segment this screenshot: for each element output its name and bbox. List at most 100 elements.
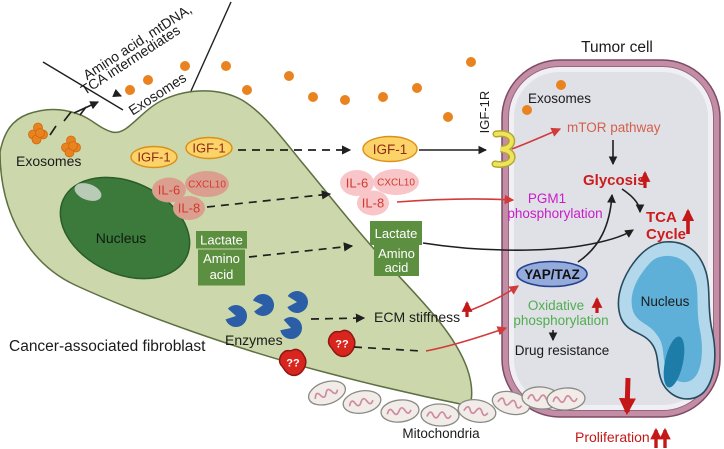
igf1-oval-caf-a [130, 145, 178, 169]
yaptaz-oval [516, 260, 588, 288]
unknown-factor-blob: ?? [278, 348, 307, 377]
drug-resistance-label: Drug resistance [515, 343, 610, 358]
lactate-label-secreted: Lactate [375, 226, 418, 241]
enzyme-icon [280, 317, 303, 339]
arrow-ecm-to-yaptaz [470, 285, 519, 311]
amino-label-secreted-line1: Amino [378, 246, 415, 261]
exosome-dot [242, 85, 252, 95]
glycosis-label: Glycosis [583, 172, 646, 189]
amino-acid-box-caf [198, 249, 245, 286]
il6-label-secreted: IL-6 [346, 176, 368, 191]
exosome-dot [180, 61, 190, 71]
lactate-box-secreted [370, 221, 422, 245]
exosome-dot [378, 92, 388, 102]
exosome-dot [466, 57, 476, 67]
oxphos-label-line2: phosphorylation [513, 313, 608, 328]
secretion-arrow [73, 101, 99, 114]
tumor-cell-title: Tumor cell [581, 39, 653, 56]
mitochondrion-icon [380, 399, 420, 423]
secretion-arrow-small [112, 88, 123, 98]
tumor-nucleus-label: Nucleus [641, 294, 690, 309]
igf1-label-caf-a: IGF-1 [137, 150, 170, 165]
dashed-arrow-cytokines [206, 190, 332, 208]
pgm1-label-line2: phosphorylation [507, 206, 602, 221]
exosome-cluster [28, 122, 48, 145]
arrow-yaptaz-to-glycosis [577, 193, 616, 263]
exosome-dot [556, 80, 566, 90]
exosome-dot [308, 92, 318, 102]
tumor-exosomes-label: Exosomes [528, 91, 591, 106]
exosome-dot [340, 95, 350, 105]
exosome-cluster [61, 135, 81, 158]
exosome-dot [522, 105, 532, 115]
fibroblast-nucleus [59, 176, 191, 280]
il8-label-caf: IL-8 [178, 201, 200, 216]
il8-oval-secreted [357, 190, 389, 216]
mitochondrion-icon [546, 387, 586, 411]
igf1-oval-secreted [362, 135, 418, 163]
cxcl10-label-secreted: CXCL10 [377, 178, 415, 189]
exosome-dots [125, 57, 476, 122]
igf1-oval-caf-b [185, 136, 233, 160]
enzymes-group [225, 291, 308, 339]
cxcl10-label-caf: CXCL10 [188, 180, 226, 191]
lactate-box-caf [196, 231, 247, 249]
unknown-factor-label: ?? [335, 339, 349, 351]
secretion-dash [63, 111, 72, 122]
mitochondria-label: Mitochondria [402, 426, 480, 441]
fibroblast-exosomes-label: Exosomes [16, 153, 81, 169]
exosome-dot [125, 85, 135, 95]
mitochondria-chain [307, 380, 586, 427]
exosome-dot [221, 61, 231, 71]
secretion-dash [49, 125, 57, 136]
arrow-glycosis-to-tca [621, 188, 645, 214]
oxphos-label-line1: Oxidative [528, 298, 584, 313]
lactate-label-caf: Lactate [200, 233, 243, 248]
tca-label-line2: Cycle [646, 226, 686, 243]
fibroblast-nucleus-highlight [74, 183, 102, 201]
il6-label-caf: IL-6 [158, 183, 180, 198]
enzyme-icon [225, 305, 247, 328]
amino-label-caf-line2: acid [210, 267, 234, 282]
exosome-dot [412, 83, 422, 93]
dashed-arrow-metabolites [248, 242, 354, 258]
mtor-pathway-label: mTOR pathway [567, 120, 661, 135]
tumor-nucleus-streak [663, 336, 685, 388]
amino-acid-box-secreted [374, 245, 419, 276]
amino-label-caf-line1: Amino [203, 251, 240, 266]
arrow-receptor-to-mtor [511, 127, 562, 150]
igf1r-label: IGF-1R [477, 91, 492, 134]
il8-label-secreted: IL-8 [362, 196, 384, 211]
fibroblast-nucleus-label: Nucleus [96, 230, 147, 246]
arrow-il8-to-pgm1 [396, 194, 515, 205]
mitochondrion-icon [457, 399, 497, 423]
igf1-label-secreted: IGF-1 [373, 142, 408, 157]
cxcl10-oval-caf [185, 171, 229, 197]
tumor-nucleus-inner [631, 255, 702, 383]
proliferation-arrow [618, 377, 636, 416]
exosome-dot [443, 112, 453, 122]
tca-label-line1: TCA [646, 209, 677, 226]
mitochondrion-icon [342, 390, 382, 414]
enzyme-icon [252, 294, 275, 316]
amino-label-secreted-line2: acid [385, 260, 409, 275]
il6-oval-caf [152, 177, 186, 203]
igf1r-receptor-icon-fill [493, 131, 515, 167]
exosome-dot [284, 71, 294, 81]
il6-oval-secreted [340, 170, 374, 196]
yaptaz-label: YAP/TAZ [524, 267, 580, 282]
ecm-stiffness-label: ECM stiffness [374, 309, 460, 325]
cxcl10-oval-secreted [373, 169, 419, 195]
unknown-factor-blob: ?? [327, 329, 356, 358]
dashed-arrow-ecm [310, 313, 366, 323]
unknown-factor-label: ?? [286, 358, 300, 370]
mitochondrion-icon [491, 390, 531, 416]
funnel-line-left [42, 61, 124, 111]
arrow-unknown-to-oxphos [425, 326, 508, 352]
arrow-metabolites-to-tca [422, 229, 634, 251]
mitochondrion-icon [307, 380, 347, 406]
fibroblast-label: Cancer-associated fibroblast [9, 338, 206, 355]
enzyme-icon [287, 291, 308, 313]
